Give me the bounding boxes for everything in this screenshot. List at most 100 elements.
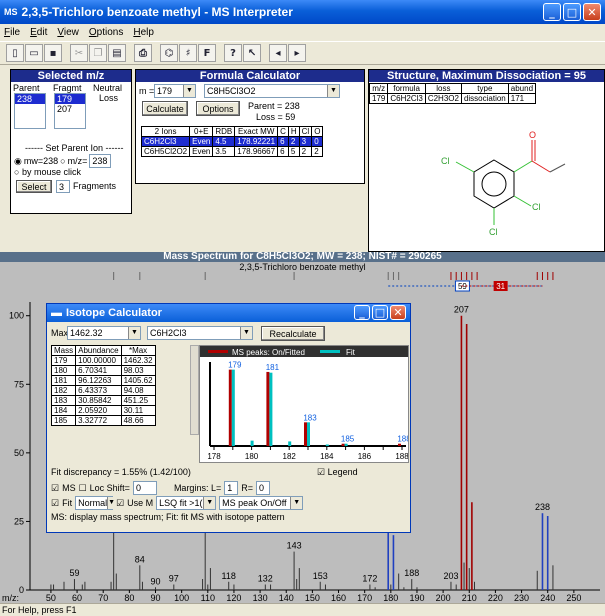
menu-file[interactable]: File (4, 26, 21, 38)
use-m-checkbox[interactable]: ☑ (116, 497, 125, 508)
ms-checkbox[interactable]: ☑ (51, 482, 60, 493)
fit-peak-bar (288, 441, 292, 446)
x-tick-label: 50 (46, 593, 56, 603)
margin-left-input[interactable]: 1 (224, 481, 239, 495)
margin-right-input[interactable]: 0 (255, 481, 270, 495)
isotope-help-text: MS: display mass spectrum; Fit: fit MS w… (51, 512, 285, 522)
fragment-item[interactable]: 207 (57, 104, 73, 114)
fragment-count-input[interactable]: 3 (56, 180, 70, 193)
m-combo[interactable]: 179▼ (154, 84, 196, 98)
calculate-button[interactable]: Calculate (142, 101, 188, 116)
copy-icon[interactable]: ❐ (89, 44, 107, 62)
menu-view[interactable]: View (57, 26, 79, 38)
menu-edit[interactable]: Edit (30, 26, 48, 38)
structure-tool-icon[interactable]: ⌬ (160, 44, 178, 62)
legend-ms-label: MS peaks: On/Fitted (232, 348, 305, 357)
selected-mz-title: Selected m/z (11, 70, 131, 82)
options-button[interactable]: Options (196, 101, 240, 116)
selected-mz-panel: Selected m/z Parent Fragmt Neutral Loss … (10, 69, 132, 214)
next-icon[interactable]: ▸ (288, 44, 306, 62)
paste-icon[interactable]: ▤ (108, 44, 126, 62)
x-tick-label: 90 (150, 593, 160, 603)
isotope-calculator-window: ▬ Isotope Calculator _ □ ✕ Max 1462.32▼ … (46, 303, 411, 533)
isotope-table-scrollbar[interactable] (190, 345, 199, 435)
minimize-button[interactable]: _ (543, 3, 561, 21)
save-icon[interactable]: ▪ (44, 44, 62, 62)
print-icon[interactable]: ⎙ (134, 44, 152, 62)
fragment-item[interactable]: 179 (55, 94, 85, 104)
atom-cl: Cl (532, 202, 541, 212)
isotope-tool-icon[interactable]: ♯ (179, 44, 197, 62)
parent-list[interactable]: 238 (14, 93, 46, 129)
menu-bar: File Edit View Options Help (0, 24, 605, 40)
isotope-peak-label: 181 (266, 363, 280, 372)
close-button[interactable]: ✕ (583, 3, 601, 21)
parent-text: Parent = 238 (248, 101, 300, 111)
neutral-header: Neutral (93, 83, 123, 93)
x-tick-label: 250 (566, 593, 581, 603)
fit-mode-combo[interactable]: Normal▼ (75, 496, 116, 510)
x-tick-label: 178 (207, 452, 221, 461)
minimize-button[interactable]: _ (354, 305, 370, 320)
legend-checkbox[interactable]: ☑ Legend (317, 467, 358, 477)
prev-icon[interactable]: ◂ (269, 44, 287, 62)
menu-help[interactable]: Help (133, 26, 154, 38)
isotope-title-bar[interactable]: ▬ Isotope Calculator _ □ ✕ (47, 304, 410, 322)
fragment-list[interactable]: 179 207 (54, 93, 86, 129)
help-icon[interactable]: ? (224, 44, 242, 62)
ms-peak-combo[interactable]: MS peak On/Off▼ (219, 496, 304, 510)
formula-tool-icon[interactable]: F (198, 44, 216, 62)
x-tick-label: 140 (279, 593, 294, 603)
max-combo[interactable]: 1462.32▼ (67, 326, 141, 340)
radio-mw[interactable]: ◉ (14, 155, 22, 166)
maximize-button[interactable]: □ (372, 305, 388, 320)
fit-discrepancy-text: Fit discrepancy = 1.55% (1.42/100) (51, 467, 191, 477)
radio-mz[interactable]: ○ (60, 156, 66, 166)
cut-icon[interactable]: ✂ (70, 44, 88, 62)
chevron-down-icon: ▼ (183, 85, 195, 97)
structure-panel: Structure, Maximum Dissociation = 95 m/z… (368, 69, 605, 252)
mz-input[interactable]: 238 (89, 154, 112, 168)
window-title-bar[interactable]: MS 2,3,5-Trichloro benzoate methyl - MS … (0, 0, 605, 24)
lsq-combo[interactable]: LSQ fit >1(▼ (156, 496, 217, 510)
select-button[interactable]: Select (16, 180, 52, 193)
fragments-label: Fragments (73, 181, 117, 191)
fragmt-header: Fragmt (53, 83, 82, 93)
loc-shift-input[interactable]: 0 (132, 481, 157, 495)
peak-label: 59 (69, 568, 79, 578)
peak-label: 97 (169, 574, 179, 584)
loss-marker-label: 31 (496, 282, 505, 291)
recalculate-button[interactable]: Recalculate (261, 326, 325, 341)
spectrum-subtitle: 2,3,5-Trichloro benzoate methyl (239, 262, 366, 272)
formula-combo[interactable]: C8H5Cl3O2▼ (204, 84, 340, 98)
isotope-peak-label: 188 (397, 435, 409, 444)
maximize-button[interactable]: □ (563, 3, 581, 21)
legend-bar (200, 346, 408, 357)
parent-header: Parent (13, 83, 40, 93)
isotope-formula-combo[interactable]: C6H2Cl3▼ (147, 326, 253, 340)
fit-peak-bar (344, 443, 348, 446)
context-help-icon[interactable]: ↖ (243, 44, 261, 62)
menu-options[interactable]: Options (88, 26, 124, 38)
parent-item[interactable]: 238 (15, 94, 45, 104)
radio-mouse[interactable]: ○ (14, 167, 20, 177)
close-button[interactable]: ✕ (390, 305, 406, 320)
open-folder-icon[interactable]: ▭ (25, 44, 43, 62)
legend-fit-swatch (320, 350, 340, 353)
isotope-pattern-chart[interactable]: MS peaks: On/FittedFit179181183185188178… (199, 345, 409, 463)
fit-checkbox[interactable]: ☑ (51, 497, 60, 508)
new-file-icon[interactable]: ▯ (6, 44, 24, 62)
loc-shift-checkbox[interactable]: ☐ (78, 482, 87, 493)
